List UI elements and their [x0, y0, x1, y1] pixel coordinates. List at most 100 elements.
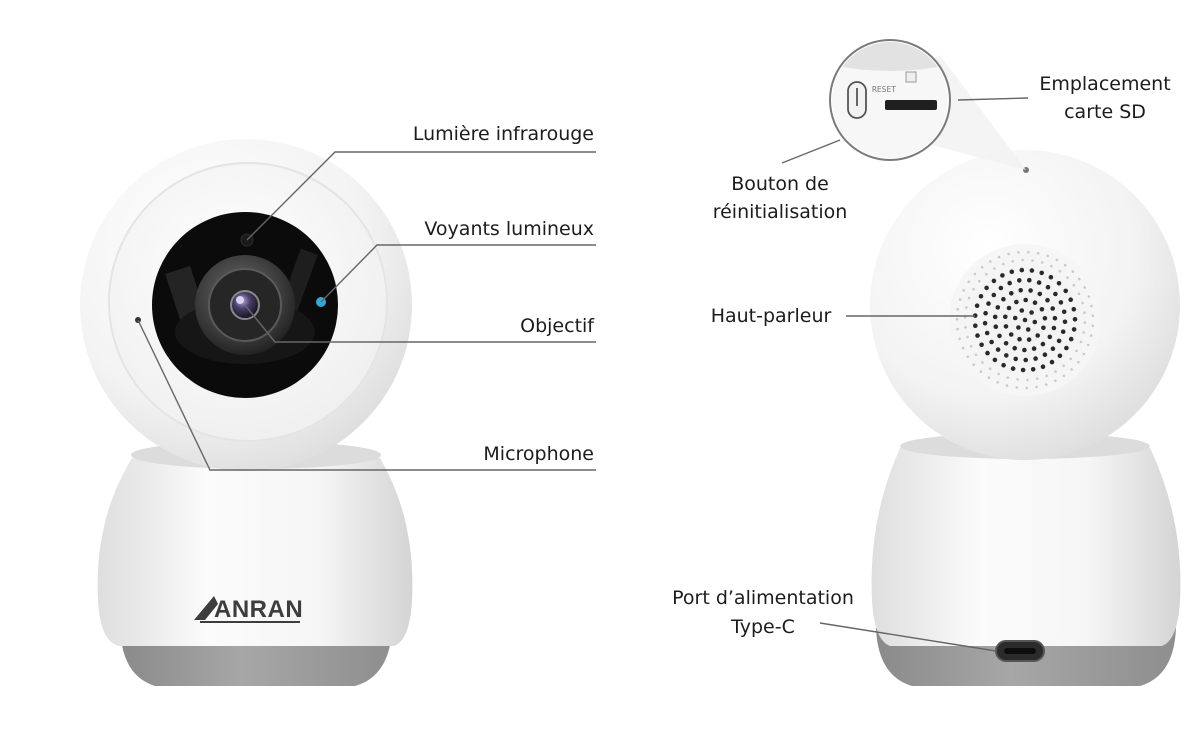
speaker-hole — [1036, 252, 1040, 255]
speaker-hole — [967, 280, 970, 284]
speaker-hole — [981, 361, 984, 364]
speaker-hole — [1050, 346, 1056, 352]
speaker-hole — [1052, 315, 1058, 321]
speaker-hole — [1058, 269, 1062, 273]
speaker-hole — [972, 363, 976, 367]
speaker-hole — [1018, 288, 1023, 293]
speaker-hole — [1079, 340, 1083, 344]
speaker-hole — [1090, 304, 1093, 308]
speaker-hole — [1042, 352, 1048, 358]
speaker-hole — [988, 367, 992, 371]
speaker-hole — [1071, 327, 1077, 332]
speaker-hole — [1017, 278, 1022, 283]
speaker-hole — [1055, 258, 1059, 262]
speaker-hole — [1083, 321, 1087, 324]
front-labels: Lumière infrarouge Voyants lumineux Obje… — [413, 123, 595, 465]
speaker-hole — [1066, 276, 1069, 279]
speaker-hole — [1011, 260, 1015, 263]
speaker-hole — [992, 357, 998, 363]
leader-microphone — [137, 319, 596, 471]
speaker-hole — [1061, 309, 1067, 315]
speaker-hole — [1022, 347, 1027, 353]
label-reset-button-line2: réinitialisation — [713, 201, 848, 223]
speaker-hole — [1042, 316, 1048, 321]
speaker-hole — [966, 355, 970, 359]
back-body — [871, 436, 1181, 646]
speaker-hole — [1091, 314, 1095, 318]
speaker-hole — [963, 316, 967, 319]
label-indicator-lights: Voyants lumineux — [424, 218, 594, 240]
speaker-hole — [1014, 299, 1019, 305]
speaker-hole — [1013, 356, 1018, 362]
speaker-hole — [978, 294, 984, 299]
speaker-hole — [1005, 384, 1009, 387]
speaker-hole — [974, 303, 980, 309]
leader-reset-button — [781, 139, 841, 164]
speaker-hole — [972, 313, 978, 318]
label-sd-slot-line2: carte SD — [1064, 101, 1146, 123]
speaker-hole — [956, 308, 960, 311]
speaker-hole — [1006, 376, 1010, 379]
speaker-hole — [1044, 383, 1048, 386]
label-speaker: Haut-parleur — [711, 305, 832, 327]
speaker-hole — [1040, 341, 1046, 347]
speaker-hole — [1015, 386, 1019, 389]
speaker-hole — [1083, 286, 1086, 289]
label-infrared-light: Lumière infrarouge — [413, 123, 594, 145]
speaker-hole — [1068, 297, 1073, 303]
back-leader-lines — [781, 97, 1029, 652]
front-body — [97, 444, 413, 646]
speaker-hole — [992, 314, 998, 320]
speaker-hole — [1002, 262, 1005, 266]
leader-power-port — [819, 622, 997, 652]
speaker-hole — [979, 370, 983, 374]
speaker-hole — [1029, 310, 1034, 315]
speaker-hole — [1006, 305, 1012, 311]
back-labels: Emplacement carte SD Bouton de réinitial… — [672, 73, 1171, 638]
speaker-hole — [973, 272, 977, 276]
speaker-hole — [991, 292, 997, 298]
speaker-hole — [958, 298, 962, 301]
speaker-hole — [1030, 367, 1036, 372]
speaker-hole — [1031, 346, 1037, 351]
speaker-hole — [1056, 338, 1062, 344]
speaker-hole — [1000, 273, 1005, 278]
speaker-hole — [996, 381, 999, 384]
speaker-hole — [1045, 374, 1048, 378]
speaker-hole — [1032, 300, 1038, 306]
speaker-hole — [1047, 334, 1053, 340]
speaker-hole — [975, 333, 980, 338]
speaker-hole — [1091, 324, 1095, 328]
speaker-hole — [1041, 325, 1046, 331]
speaker-hole — [979, 342, 984, 348]
speaker-hole — [956, 327, 959, 331]
speaker-hole — [1039, 307, 1045, 312]
speaker-hole — [1077, 292, 1081, 296]
speaker-hole — [1081, 301, 1084, 305]
speaker-hole — [1069, 357, 1072, 361]
speaker-hole — [1035, 377, 1039, 381]
speaker-hole — [1068, 336, 1074, 342]
speaker-hole — [985, 350, 990, 356]
label-microphone: Microphone — [483, 443, 594, 465]
speaker-hole — [1001, 362, 1006, 368]
speaker-hole — [997, 372, 1000, 376]
speaker-hole — [958, 337, 961, 341]
speaker-hole — [1072, 317, 1078, 322]
speaker-hole — [998, 285, 1004, 291]
leader-lens — [244, 304, 596, 343]
speaker-hole — [1064, 345, 1069, 351]
speaker-hole — [1045, 297, 1050, 303]
speaker-hole — [993, 267, 996, 270]
speaker-hole — [985, 272, 988, 276]
speaker-hole — [1063, 288, 1068, 294]
speaker-hole — [1062, 374, 1066, 378]
speaker-hole — [1029, 268, 1035, 273]
speaker-hole — [1046, 254, 1049, 258]
reset-marking: RESET — [872, 85, 896, 94]
speaker-hole — [1036, 280, 1042, 285]
speaker-hole — [1056, 281, 1062, 286]
speaker-hole — [1039, 270, 1044, 276]
speaker-hole — [1027, 277, 1032, 283]
